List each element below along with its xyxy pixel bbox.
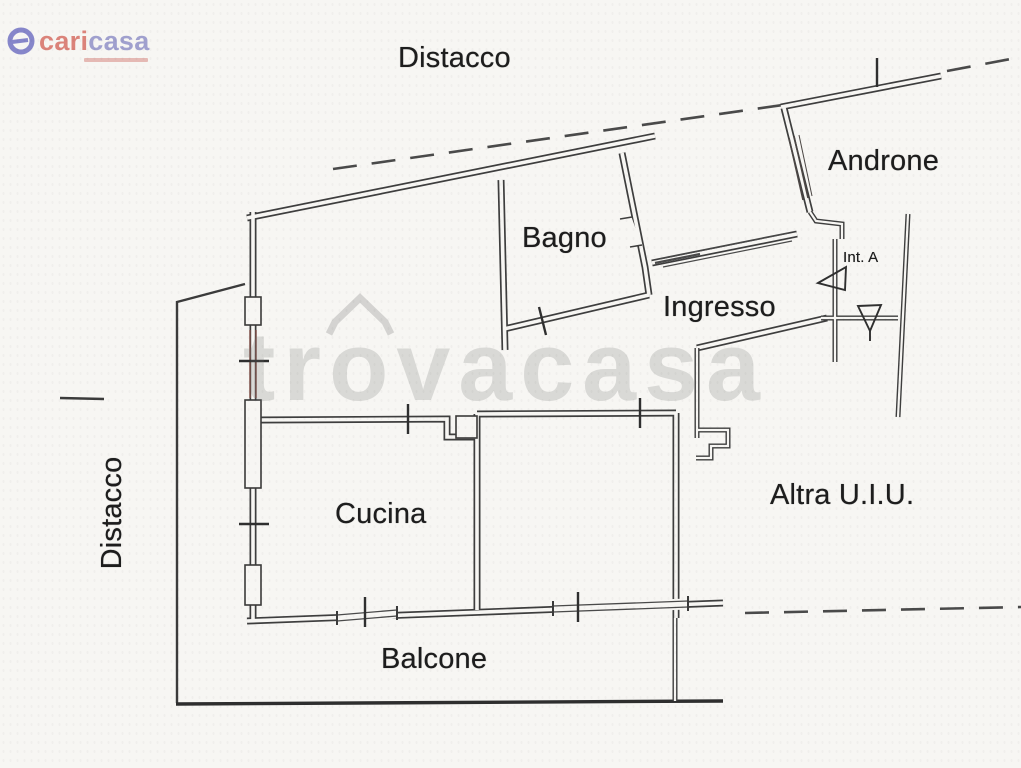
label-distacco-top: Distacco [398, 42, 511, 74]
label-ingresso: Ingresso [663, 291, 776, 323]
watermark-text-o: o [329, 312, 397, 421]
dashed-boundary-lines [332, 55, 1021, 615]
tick-marks [239, 58, 879, 627]
watermark-text-left: tr [243, 312, 330, 421]
label-distacco-left: Distacco [96, 456, 128, 570]
logo-tagline-bar [84, 58, 148, 62]
logo-word-casa: casa [88, 25, 150, 56]
entrance-arrow-icons [815, 265, 883, 341]
house-roof-icon [325, 293, 395, 336]
label-cucina: Cucina [335, 498, 427, 530]
boundary-lines [59, 282, 724, 706]
label-altra-uiu: Altra U.I.U. [770, 479, 915, 511]
wall-pillars [244, 296, 478, 606]
label-balcone: Balcone [381, 643, 488, 675]
e-circle-icon [7, 27, 35, 55]
balcony-wall-windows [336, 596, 689, 625]
logo-word-cari: cari [39, 25, 89, 56]
watermark-text-right: vacasa [396, 312, 769, 421]
bagno-door-opening [619, 216, 643, 248]
left-wall-window [249, 330, 257, 398]
label-androne: Androne [828, 145, 940, 177]
trovacasa-watermark: tr ovacasa [243, 293, 768, 415]
ingresso-window [654, 232, 793, 268]
label-bagno: Bagno [522, 222, 607, 254]
label-int-a: Int. A [843, 249, 879, 266]
walls-inner-core [673, 211, 910, 701]
androne-window [788, 134, 813, 201]
